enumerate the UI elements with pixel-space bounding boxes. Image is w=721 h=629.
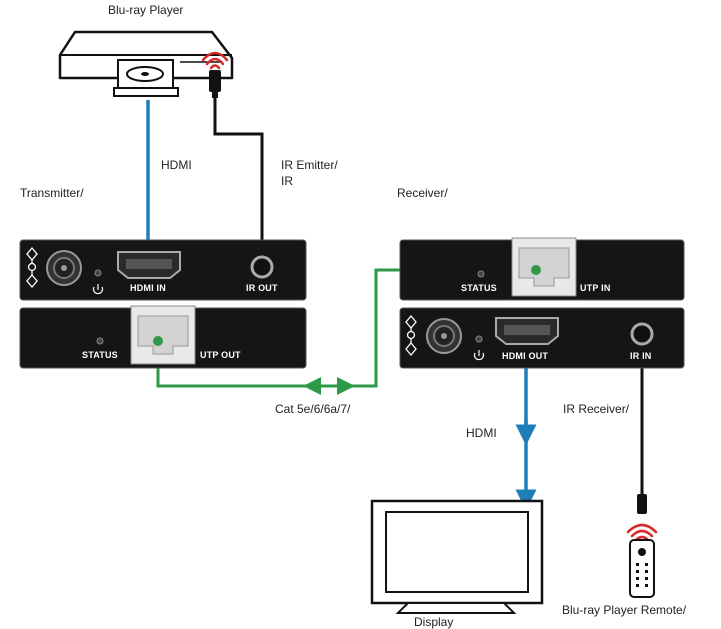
- tx-led: [94, 269, 102, 277]
- hdmi-top-label: HDMI: [161, 158, 192, 172]
- remote-control-icon: [629, 539, 655, 598]
- receiver-bottom-panel: [399, 307, 685, 369]
- ir-emitter-cable: [213, 98, 264, 258]
- tx-utp-out-label: UTP OUT: [200, 350, 241, 360]
- ir-receiver-label: IR Receiver/: [563, 402, 630, 416]
- rx-led: [475, 335, 483, 343]
- tx-hdmi-in-port: [117, 251, 181, 279]
- rx-hdmi-out-port: [495, 317, 559, 345]
- rx-status-led: [477, 270, 485, 278]
- display-label: Display: [414, 615, 454, 629]
- tx-utp-plug: [153, 336, 163, 346]
- rx-status-label: STATUS: [461, 283, 497, 293]
- transmitter-label: Transmitter/: [20, 186, 84, 200]
- receiver-top-panel: [399, 237, 685, 301]
- tx-ir-out-label: IR OUT: [246, 283, 278, 293]
- rx-hdmi-out-label: HDMI OUT: [502, 351, 549, 361]
- remote-label: Blu-ray Player Remote/: [562, 603, 687, 617]
- tx-status-label: STATUS: [82, 350, 118, 360]
- blu-ray-player-icon: [58, 30, 234, 97]
- rx-ir-in-label: IR IN: [630, 351, 652, 361]
- blu-ray-player-label: Blu-ray Player: [108, 3, 184, 17]
- tx-power-icon: [92, 284, 104, 295]
- tx-status-led: [96, 337, 104, 345]
- hdmi-bottom-label: HDMI: [466, 426, 497, 440]
- cable-label: Cat 5e/6/6a/7/: [275, 402, 351, 416]
- ir-emitter-plug: [209, 70, 221, 98]
- rx-utp-in-label: UTP IN: [580, 283, 611, 293]
- ir-receiver-sensor: [637, 494, 647, 514]
- tx-ir-out-port: [250, 255, 274, 279]
- rx-utp-port: [511, 237, 577, 297]
- power-connector-icon: [26, 246, 38, 289]
- tx-utp-port: [130, 305, 196, 365]
- rx-utp-plug: [531, 265, 541, 275]
- ir-emitter-label: IR Emitter/: [281, 158, 338, 172]
- ir-emitter-label-line2: IR: [281, 174, 293, 188]
- tx-hdmi-in-label: HDMI IN: [130, 283, 166, 293]
- receiver-label: Receiver/: [397, 186, 448, 200]
- transmitter-bottom-panel: [19, 305, 307, 369]
- transmitter-top-panel: [19, 239, 307, 301]
- ir-signal-icon: [201, 51, 229, 70]
- rx-power-icon: [473, 350, 485, 361]
- rx-power-connector-icon: [405, 314, 417, 357]
- display-icon: [370, 499, 544, 614]
- ir-signal-remote-icon: [626, 523, 658, 542]
- rx-ir-in-port: [630, 322, 654, 346]
